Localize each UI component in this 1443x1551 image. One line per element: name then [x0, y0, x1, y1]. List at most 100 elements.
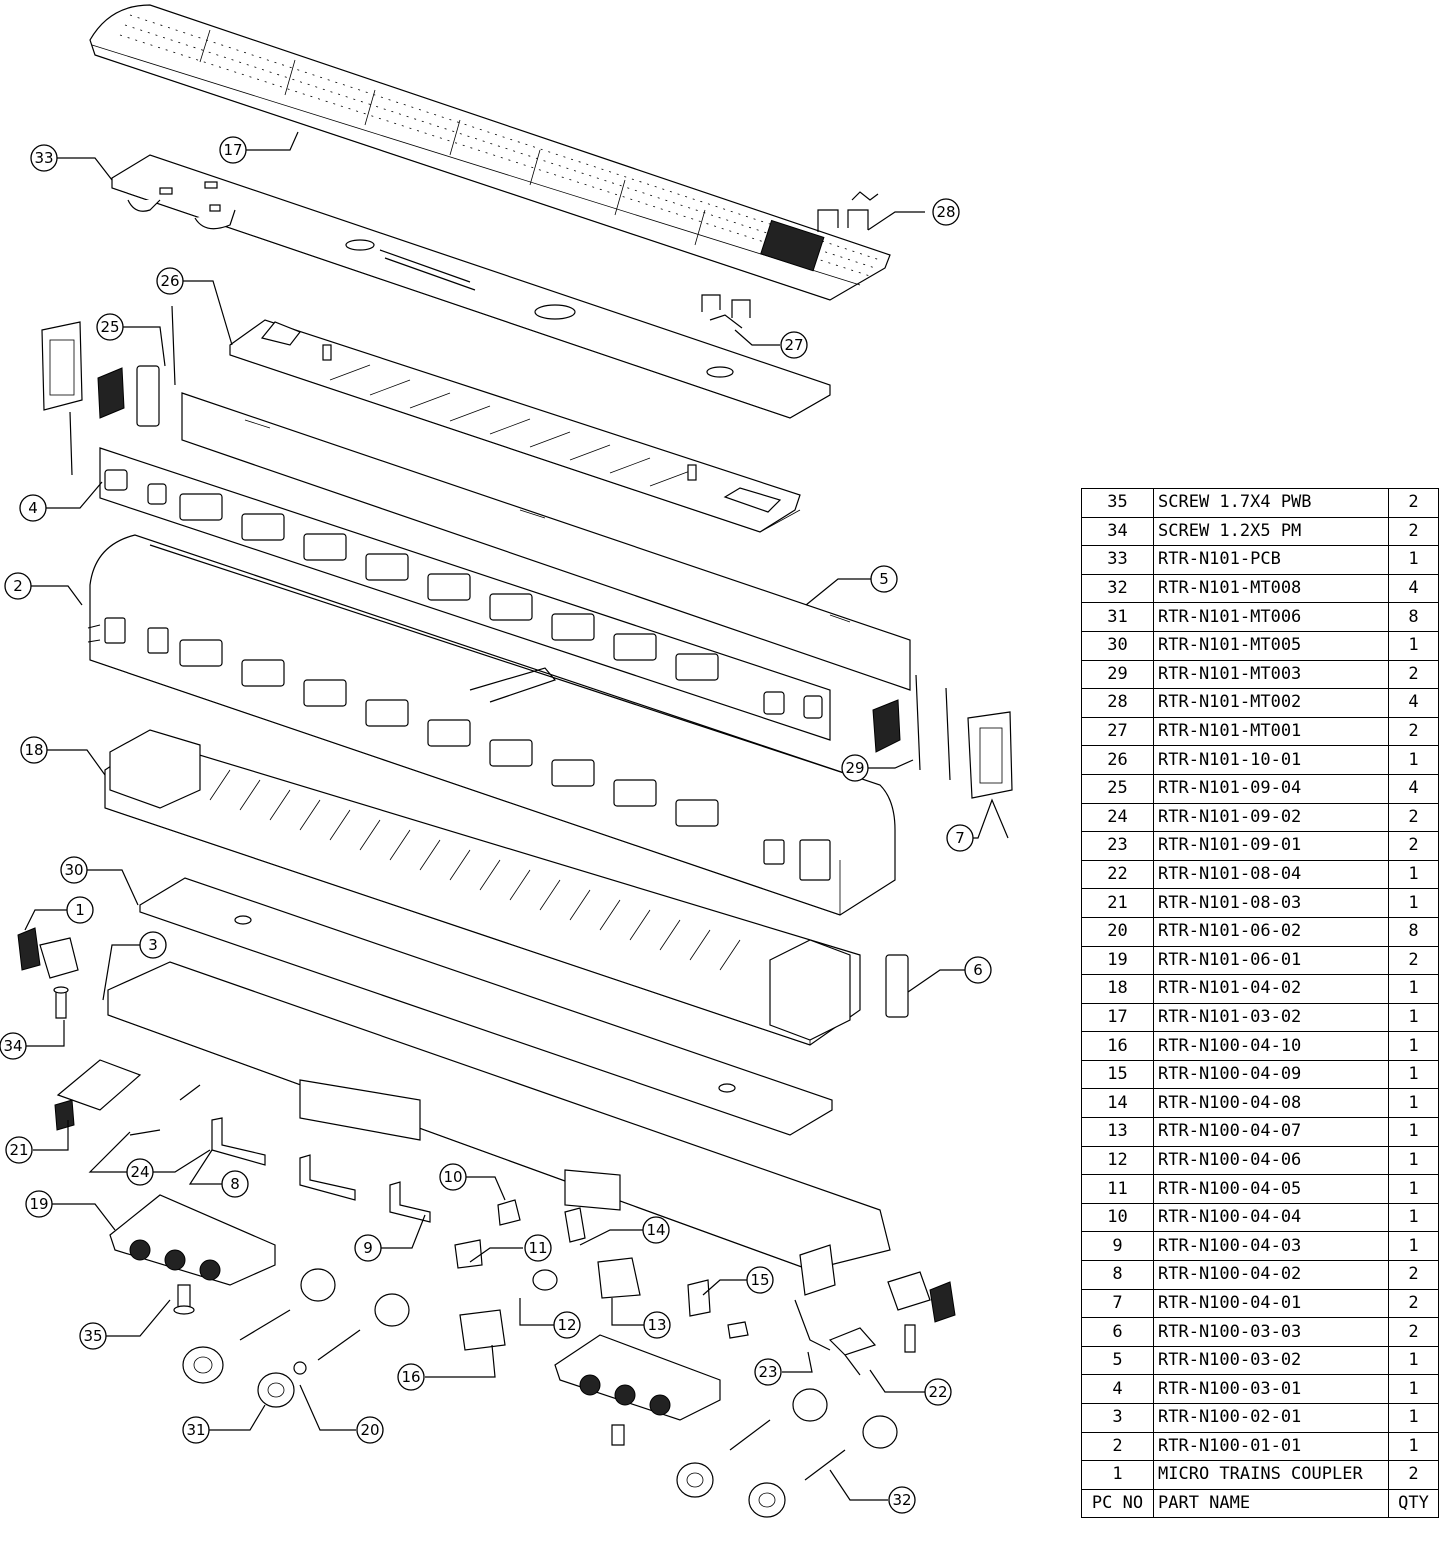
svg-text:18: 18: [24, 741, 43, 759]
svg-text:28: 28: [936, 203, 955, 221]
pc-no-cell: 2: [1081, 1431, 1154, 1462]
part-name-cell: RTR-N100-02-01: [1153, 1403, 1389, 1433]
qty-cell: 4: [1388, 573, 1439, 604]
callout-3: 3: [139, 931, 167, 959]
qty-cell: 2: [1388, 488, 1439, 518]
callout-18: 18: [20, 736, 48, 764]
qty-cell: 2: [1388, 516, 1439, 547]
qty-cell: 1: [1388, 1088, 1439, 1119]
qty-cell: 4: [1388, 773, 1439, 804]
qty-cell: 1: [1388, 1059, 1439, 1090]
part-name-cell: RTR-N101-09-02: [1153, 802, 1389, 833]
callout-9: 9: [354, 1234, 382, 1262]
part-name-cell: RTR-N100-04-02: [1153, 1260, 1389, 1290]
pc-no-cell: 31: [1081, 602, 1154, 632]
callout-5: 5: [870, 565, 898, 593]
qty-cell: 1: [1388, 1231, 1439, 1262]
callout-16: 16: [397, 1363, 425, 1391]
header-part-name: PART NAME: [1153, 1488, 1389, 1519]
svg-text:29: 29: [845, 759, 864, 777]
qty-cell: 8: [1388, 602, 1439, 632]
svg-text:14: 14: [646, 1221, 665, 1239]
part-name-cell: RTR-N100-03-03: [1153, 1317, 1389, 1347]
part-name-cell: RTR-N100-04-04: [1153, 1202, 1389, 1233]
callout-20: 20: [356, 1416, 384, 1444]
pc-no-cell: 25: [1081, 773, 1154, 804]
callout-11: 11: [524, 1234, 552, 1262]
parts-list-header-row: PC NO PART NAME QTY: [1081, 1488, 1439, 1519]
qty-cell: 2: [1388, 1288, 1439, 1319]
grille-29: [872, 674, 951, 781]
part-name-cell: RTR-N100-04-03: [1153, 1231, 1389, 1262]
screw-right: [611, 1324, 916, 1446]
pc-no-cell: 21: [1081, 888, 1154, 918]
qty-cell: 1: [1388, 1002, 1439, 1033]
svg-text:6: 6: [973, 961, 983, 979]
callout-28: 28: [932, 198, 960, 226]
pc-no-cell: 4: [1081, 1374, 1154, 1404]
svg-text:31: 31: [186, 1421, 205, 1439]
pc-no-cell: 30: [1081, 630, 1154, 661]
svg-text:12: 12: [557, 1316, 576, 1334]
qty-cell: 2: [1388, 831, 1439, 861]
qty-cell: 1: [1388, 859, 1439, 890]
qty-cell: 2: [1388, 945, 1439, 976]
pc-no-cell: 15: [1081, 1059, 1154, 1090]
callout-19: 19: [25, 1190, 53, 1218]
qty-cell: 1: [1388, 888, 1439, 918]
svg-text:1: 1: [75, 901, 85, 919]
part-name-cell: RTR-N101-MT002: [1153, 688, 1389, 718]
svg-text:20: 20: [360, 1421, 379, 1439]
qty-cell: 2: [1388, 1460, 1439, 1490]
callout-15: 15: [746, 1266, 774, 1294]
callout-30: 30: [60, 856, 88, 884]
qty-cell: 1: [1388, 1174, 1439, 1204]
svg-text:35: 35: [83, 1327, 102, 1345]
qty-cell: 1: [1388, 1145, 1439, 1176]
svg-text:34: 34: [3, 1037, 22, 1055]
pc-no-cell: 19: [1081, 945, 1154, 976]
svg-text:15: 15: [750, 1271, 769, 1289]
callout-24: 24: [126, 1158, 154, 1186]
part-name-cell: RTR-N100-04-01: [1153, 1288, 1389, 1319]
part-name-cell: SCREW 1.7X4 PWB: [1153, 488, 1389, 518]
pc-no-cell: 1: [1081, 1460, 1154, 1490]
brackets-28: [817, 191, 879, 232]
callout-2: 2: [4, 572, 32, 600]
part-name-cell: RTR-N100-04-10: [1153, 1031, 1389, 1061]
small-parts-10-16: [454, 1199, 749, 1351]
callout-35: 35: [79, 1322, 107, 1350]
svg-text:2: 2: [13, 577, 23, 595]
part-name-cell: RTR-N101-06-02: [1153, 916, 1389, 947]
svg-text:11: 11: [528, 1239, 547, 1257]
qty-cell: 2: [1388, 716, 1439, 747]
callout-13: 13: [643, 1311, 671, 1339]
seating-interior-part: [104, 729, 861, 1046]
callout-12: 12: [553, 1311, 581, 1339]
svg-text:7: 7: [955, 829, 965, 847]
svg-text:23: 23: [758, 1363, 777, 1381]
svg-text:5: 5: [879, 570, 889, 588]
coupler-1: [17, 927, 79, 979]
pc-no-cell: 11: [1081, 1174, 1154, 1204]
seat-frame-part: [229, 319, 801, 533]
qty-cell: 1: [1388, 1117, 1439, 1147]
callout-6: 6: [964, 956, 992, 984]
pc-no-cell: 10: [1081, 1202, 1154, 1233]
svg-text:3: 3: [148, 936, 158, 954]
part-name-cell: RTR-N101-MT005: [1153, 630, 1389, 661]
